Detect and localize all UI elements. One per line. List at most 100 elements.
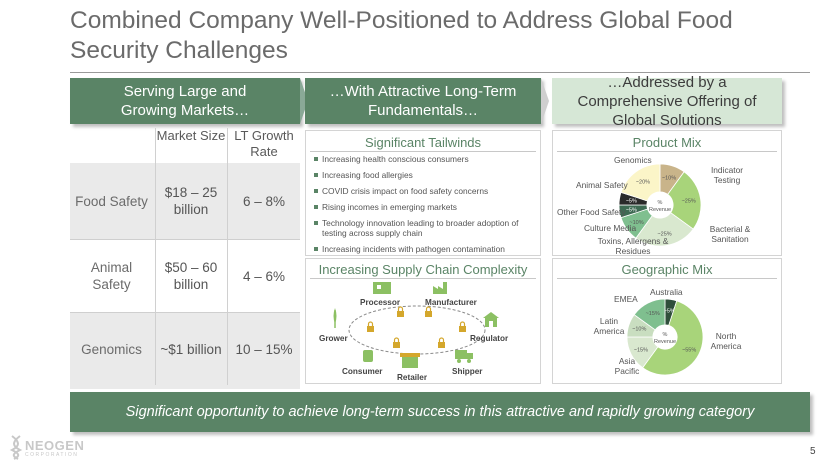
label-other-food-safety: Other Food Safety — [557, 207, 626, 217]
geographic-mix-pie: ~5% ~55% ~15% ~10% ~15%%Revenue — [626, 298, 704, 376]
pie-center-label: % — [663, 332, 668, 338]
pie-slice-label: ~15% — [646, 311, 660, 317]
column-header-solutions: …Addressed by a Comprehensive Offering o… — [552, 74, 782, 129]
row-label-food-safety: Food Safety — [75, 193, 148, 209]
row-label-genomics: Genomics — [81, 341, 142, 357]
row-divider — [70, 312, 300, 313]
pie-center-label: Revenue — [654, 339, 676, 345]
label-animal-safety: Animal Safety — [576, 180, 628, 190]
pie-slice-label: ~55% — [682, 347, 696, 353]
row-label-animal-safety: Animal Safety — [90, 260, 133, 292]
list-item: Increasing incidents with pathogen conta… — [314, 244, 534, 254]
label-asia-pacific: Asia Pacific — [614, 356, 640, 376]
pie-slice — [667, 171, 702, 230]
supply-chain-panel — [305, 258, 541, 384]
table-row — [70, 313, 300, 389]
lock-icon — [438, 342, 445, 348]
shipper-icon — [455, 350, 473, 363]
pie-slice-label: ~5% — [626, 208, 637, 214]
list-item: COVID crisis impact on food safety conce… — [314, 186, 534, 196]
page-title: Combined Company Well-Positioned to Addr… — [70, 7, 733, 64]
pie-slice — [633, 298, 666, 331]
pie-slice-label: ~25% — [682, 198, 696, 204]
list-item: Increasing health conscious consumers — [314, 154, 534, 164]
pie-slice — [635, 212, 694, 247]
lock-icon — [393, 342, 400, 348]
pie-slice-label: ~10% — [629, 220, 643, 226]
column-divider — [227, 128, 228, 385]
pie-slice — [620, 163, 661, 202]
market-size-cell: ~$1 billion — [160, 341, 222, 357]
label-latin-america: Latin America — [593, 316, 625, 336]
label-north-america: North America — [710, 331, 742, 351]
column-divider — [155, 128, 156, 385]
growth-rate-cell: 4 – 6% — [242, 268, 286, 284]
node-manufacturer: Manufacturer — [425, 298, 477, 307]
page-number: 5 — [810, 446, 816, 457]
lock-icon — [425, 311, 432, 317]
table-row — [70, 163, 300, 239]
label-genomics: Genomics — [614, 155, 652, 165]
logo-wordmark: NEOGEN — [25, 438, 85, 453]
lock-icon — [367, 326, 374, 332]
growth-rate-cell: 10 – 15% — [235, 341, 293, 357]
node-retailer: Retailer — [397, 373, 428, 382]
supply-chain-diagram — [333, 282, 499, 368]
node-shipper: Shipper — [452, 367, 483, 376]
list-item: Rising incomes in emerging markets — [314, 202, 534, 212]
retailer-icon — [400, 353, 420, 368]
product-mix-pie: ~10%~25%~25%~10%~5%~5%~20%%Revenue — [618, 163, 702, 247]
column-header-fundamentals: …With Attractive Long-Term Fundamentals… — [305, 78, 541, 124]
pie-slice-label: ~10% — [662, 175, 676, 181]
geographic-mix-title: Geographic Mix — [621, 262, 713, 277]
table-header-market-size: Market Size — [156, 128, 226, 143]
lock-icon — [397, 311, 404, 317]
pie-slice — [642, 300, 704, 376]
panel-divider — [310, 151, 536, 152]
list-item: Technology innovation leading to broader… — [314, 218, 534, 238]
tailwinds-list: Increasing health conscious consumers In… — [314, 154, 534, 260]
label-culture-media: Culture Media — [584, 223, 637, 233]
pie-slice-label: ~10% — [632, 327, 646, 333]
consumer-icon — [363, 350, 373, 362]
panel-divider — [557, 278, 777, 279]
pie-slice-label: ~5% — [626, 198, 637, 204]
list-item: Increasing food allergies — [314, 170, 534, 180]
node-regulator: Regulator — [470, 334, 509, 343]
supply-chain-title: Increasing Supply Chain Complexity — [318, 262, 528, 277]
growth-rate-cell: 6 – 8% — [242, 193, 286, 209]
row-divider — [70, 239, 300, 240]
pie-slice-label: ~25% — [657, 232, 671, 238]
market-size-cell: $50 – 60 billion — [164, 260, 218, 292]
panel-divider — [557, 151, 777, 152]
logo-subtitle: CORPORATION — [25, 452, 79, 458]
pie-slice-label: ~5% — [664, 308, 675, 314]
processor-icon — [373, 282, 391, 294]
regulator-icon — [483, 312, 499, 327]
label-toxins-allergens: Toxins, Allergens & Residues — [597, 236, 669, 256]
product-mix-title: Product Mix — [632, 135, 702, 150]
manufacturer-icon — [433, 282, 447, 294]
node-processor: Processor — [360, 298, 401, 307]
pie-center-label: Revenue — [649, 207, 671, 213]
pie-slice-label: ~15% — [634, 347, 648, 353]
node-grower: Grower — [319, 334, 348, 343]
label-bacterial-sanitation: Bacterial & Sanitation — [709, 224, 751, 244]
footer-banner: Significant opportunity to achieve long-… — [70, 392, 810, 432]
chevron-arrow-icon — [541, 78, 549, 124]
neogen-logo-icon — [9, 435, 23, 460]
pie-center-label: % — [658, 200, 663, 206]
table-header-growth-rate: LT Growth Rate — [234, 128, 294, 159]
grower-icon — [333, 308, 337, 328]
market-size-cell: $18 – 25 billion — [164, 185, 218, 217]
label-emea: EMEA — [614, 294, 638, 304]
lock-icons — [367, 311, 466, 348]
label-indicator-testing: Indicator Testing — [710, 165, 744, 185]
title-divider — [70, 72, 810, 73]
node-consumer: Consumer — [342, 367, 383, 376]
column-header-markets: Serving Large and Growing Markets… — [70, 78, 300, 124]
panel-divider — [310, 278, 536, 279]
tailwinds-title: Significant Tailwinds — [364, 135, 482, 150]
chevron-arrow-icon — [300, 78, 308, 124]
table-row — [70, 240, 300, 316]
